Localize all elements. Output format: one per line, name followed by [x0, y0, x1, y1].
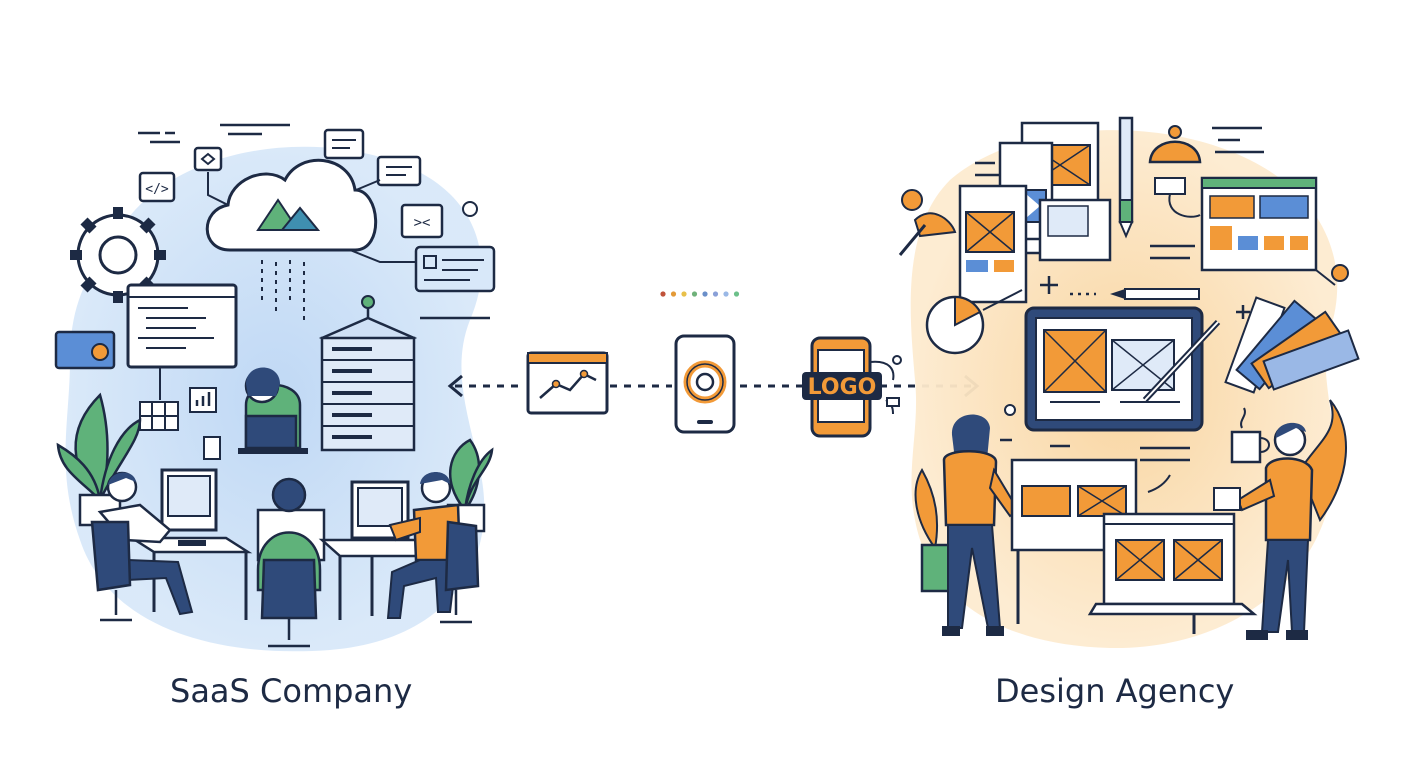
plant-right: [446, 438, 494, 533]
laptop-wireframe: [1087, 512, 1258, 634]
color-swatches-icon: [1224, 296, 1360, 394]
dash-marks: [138, 123, 490, 320]
person-right: [386, 472, 480, 624]
code-window-icon: [126, 283, 238, 369]
pen-tool-icon: [898, 189, 957, 256]
id-card-icon: [414, 245, 496, 293]
browser-window-icon: [1200, 176, 1349, 286]
color-dot: [681, 291, 687, 297]
decorative-marks: [975, 161, 1250, 462]
coffee-cup-icon: [1230, 407, 1270, 464]
grid-table-icon: [139, 401, 179, 431]
node-dot: [462, 201, 478, 217]
center-connection: LOGO: [447, 291, 980, 438]
saas-company-illustration: </> ><: [54, 123, 496, 652]
woman-with-laptop: [203, 367, 308, 460]
man-designer: [1213, 399, 1347, 640]
svg-text:</>: </>: [145, 182, 169, 197]
design-agency-caption: Design Agency: [995, 672, 1235, 710]
color-dot: [712, 291, 719, 297]
color-dots: [660, 291, 740, 297]
cloud-icon: [205, 158, 378, 320]
settings-chip-icon: [193, 146, 223, 172]
code-icon: </>: [138, 171, 176, 203]
gear-icon: [70, 207, 166, 303]
logo-phone-icon: LOGO: [802, 336, 902, 438]
color-dot: [691, 291, 698, 297]
connector-lines: [159, 172, 416, 400]
mobile-app-icon: [674, 334, 736, 434]
color-dot: [660, 291, 666, 297]
color-dot: [670, 291, 677, 297]
server-rack-icon: [318, 295, 418, 452]
pencil-horizontal-icon: [1110, 288, 1200, 300]
chat-bubble-icon: [323, 128, 365, 160]
pie-chart-icon: [925, 289, 1023, 355]
color-dot: [702, 291, 708, 297]
wireframe-stack: [958, 121, 1112, 304]
node-dot-right: [1004, 404, 1016, 416]
woman-designer: [942, 414, 1020, 636]
person-left: [90, 471, 194, 622]
folder-icon: [54, 330, 116, 370]
tablet-design-icon: [1024, 306, 1221, 432]
color-dot: [733, 291, 740, 297]
person-center: [256, 477, 326, 648]
color-dot: [723, 291, 729, 297]
message-icon: [376, 155, 422, 187]
pencil-icon: [1118, 116, 1134, 239]
analytics-window-icon: [526, 351, 609, 415]
saas-company-caption: SaaS Company: [170, 672, 413, 710]
desk-left: [127, 468, 253, 620]
desk-lamp-icon: [1148, 125, 1264, 218]
presentation-board: [1010, 458, 1171, 624]
bar-chart-icon: [189, 387, 217, 413]
svg-text:><: ><: [414, 215, 431, 231]
terminal-icon: ><: [400, 203, 444, 239]
logo-text: LOGO: [808, 375, 877, 400]
design-agency-illustration: [898, 116, 1360, 649]
